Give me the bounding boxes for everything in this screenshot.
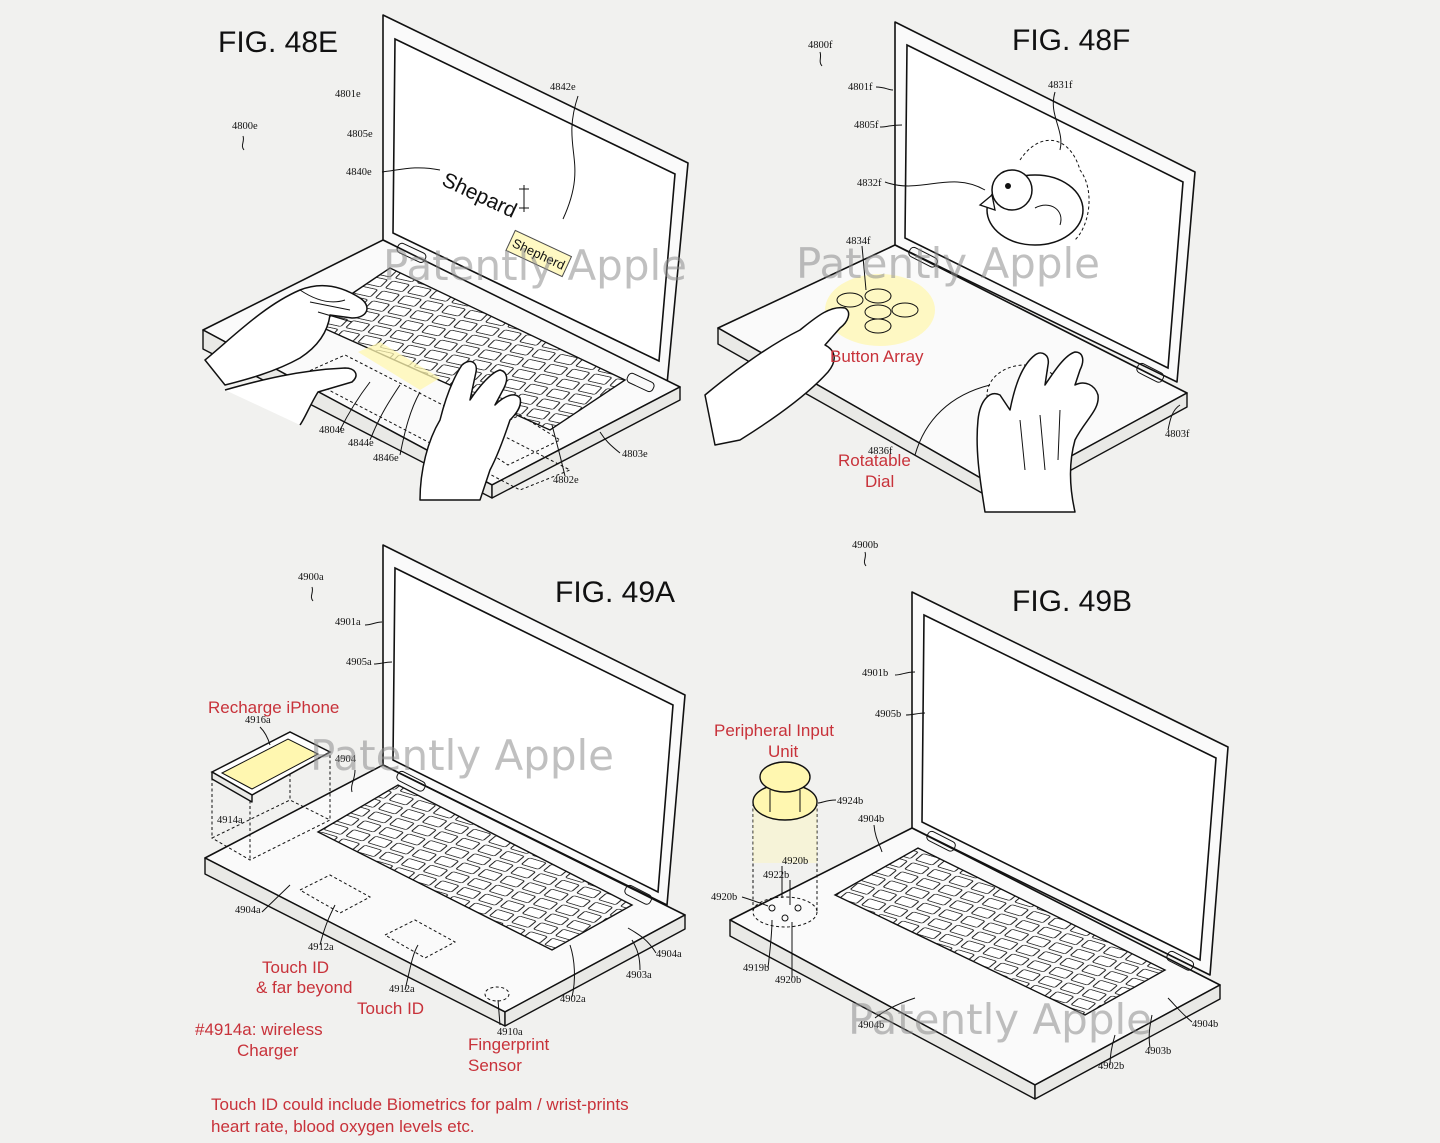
ref-label: 4912a <box>389 984 415 995</box>
ref-label: 4904a <box>235 905 261 916</box>
annotation-touch-id: Touch ID <box>357 999 424 1018</box>
ref-label: 4903a <box>626 970 652 981</box>
ref-label: 4902b <box>1098 1061 1124 1072</box>
ref-label: 4904a <box>656 949 682 960</box>
watermark: Patently Apple <box>310 731 614 780</box>
figure-title-49b: FIG. 49B <box>1012 585 1132 618</box>
ref-label: 4802e <box>553 475 579 486</box>
annotation-fingerprint-sensor-line2: Sensor <box>468 1056 522 1075</box>
footnote-line2: heart rate, blood oxygen levels etc. <box>211 1117 475 1136</box>
ref-label: 4914a <box>217 815 243 826</box>
annotation-fingerprint-sensor: Fingerprint <box>468 1035 550 1054</box>
ref-label: 4920b <box>711 892 737 903</box>
figure-49a: FIG. 49A 4900a 4901a 49 <box>195 545 685 1075</box>
ref-label: 4801e <box>335 89 361 100</box>
ref-label: 4846e <box>373 453 399 464</box>
watermark: Patently Apple <box>796 239 1100 288</box>
annotation-peripheral-input-line2: Unit <box>768 742 799 761</box>
ref-label: 4842e <box>550 82 576 93</box>
figure-title-48f: FIG. 48F <box>1012 24 1130 57</box>
ref-label: 4920b <box>782 856 808 867</box>
figure-title-49a: FIG. 49A <box>555 576 675 609</box>
ref-label: 4840e <box>346 167 372 178</box>
annotation-recharge-iphone: Recharge iPhone <box>208 698 339 717</box>
ref-label: 4803f <box>1165 429 1190 440</box>
ref-label: 4912a <box>308 942 334 953</box>
figure-title-48e: FIG. 48E <box>218 26 338 59</box>
watermark: Patently Apple <box>848 995 1152 1044</box>
ref-label: 4804e <box>319 425 345 436</box>
ref-label: 4919b <box>743 963 769 974</box>
ref-label: 4803e <box>622 449 648 460</box>
ref-label: 4903b <box>1145 1046 1171 1057</box>
ref-label: 4901b <box>862 668 888 679</box>
annotation-button-array: Button Array <box>830 347 924 366</box>
annotation-rotatable-dial: Rotatable <box>838 451 911 470</box>
ref-label: 4800e <box>232 121 258 132</box>
ref-label: 4924b <box>837 796 863 807</box>
ref-label: 4805e <box>347 129 373 140</box>
ref-label: 4920b <box>775 975 801 986</box>
annotation-rotatable-dial-line2: Dial <box>865 472 894 491</box>
ref-label: 4901a <box>335 617 361 628</box>
ref-label: 4900b <box>852 540 878 551</box>
annotation-wireless-charger-line2: Charger <box>237 1041 299 1060</box>
footnote-line1: Touch ID could include Biometrics for pa… <box>211 1095 629 1114</box>
ref-label: 4904b <box>1192 1019 1218 1030</box>
watermark: Patently Apple <box>383 241 687 290</box>
annotation-peripheral-input: Peripheral Input <box>714 721 834 740</box>
ref-label: 4905a <box>346 657 372 668</box>
ref-label: 4902a <box>560 994 586 1005</box>
ref-label: 4805f <box>854 120 879 131</box>
ref-label: 4801f <box>848 82 873 93</box>
annotation-touch-id-far: Touch ID <box>262 958 329 977</box>
ref-label: 4832f <box>857 178 882 189</box>
annotation-touch-id-far-line2: & far beyond <box>256 978 352 997</box>
ref-label: 4844e <box>348 438 374 449</box>
ref-label: 4831f <box>1048 80 1073 91</box>
annotation-wireless-charger: #4914a: wireless <box>195 1020 323 1039</box>
ref-label: 4900a <box>298 572 324 583</box>
ref-label: 4904b <box>858 814 884 825</box>
ref-label: 4800f <box>808 40 833 51</box>
ref-label: 4905b <box>875 709 901 720</box>
ref-label: 4922b <box>763 870 789 881</box>
